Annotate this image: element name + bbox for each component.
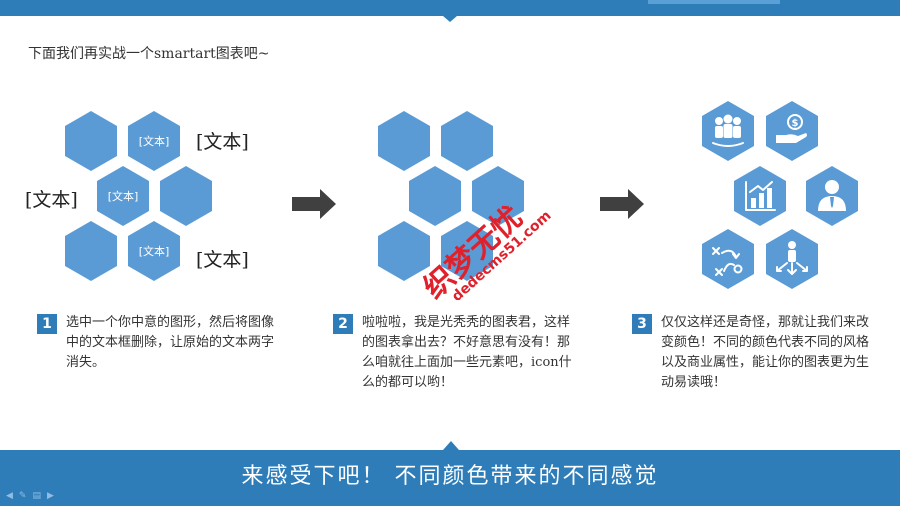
hexagon bbox=[160, 166, 212, 226]
money-hand-icon: $ bbox=[776, 114, 807, 143]
businessman-icon bbox=[818, 180, 846, 211]
step-2: 2 啦啦啦，我是光秃秃的图表君，这样的图表拿出去？不好意思有没有！那么咱就往上面… bbox=[333, 313, 573, 393]
outer-label: [文本] bbox=[196, 131, 249, 153]
hexagon bbox=[378, 111, 430, 171]
hexagon bbox=[441, 111, 493, 171]
svg-text:$: $ bbox=[792, 118, 799, 129]
panel-1: [文本] [文本] [文本] [文本] [文本] [文本] bbox=[25, 111, 249, 281]
top-tab bbox=[648, 0, 780, 4]
step-3: 3 仅仅这样还是奇怪，那就让我们来改变颜色！不同的颜色代表不同的风格以及商业属性… bbox=[632, 313, 870, 393]
hexagon bbox=[441, 221, 493, 281]
hexagon bbox=[378, 221, 430, 281]
outer-label: [文本] bbox=[196, 249, 249, 271]
pen-icon[interactable]: ✎ bbox=[18, 491, 27, 501]
prev-slide-icon[interactable]: ◀ bbox=[6, 491, 13, 501]
panel-3: $ bbox=[702, 101, 858, 289]
step-1: 1 选中一个你中意的图形，然后将图像中的文本框删除，让原始的文本两字消失。 bbox=[37, 313, 277, 373]
step-description: 选中一个你中意的图形，然后将图像中的文本框删除，让原始的文本两字消失。 bbox=[66, 315, 275, 370]
hexagon bbox=[409, 166, 461, 226]
hexagon bbox=[472, 166, 524, 226]
hex-label: [文本] bbox=[139, 134, 170, 148]
hex-label: [文本] bbox=[108, 189, 139, 203]
right-arrow-icon bbox=[292, 189, 336, 219]
person-arrows-icon bbox=[776, 241, 808, 275]
hexagon-diagrams: [文本] [文本] [文本] [文本] [文本] [文本] bbox=[25, 101, 858, 289]
next-slide-icon[interactable]: ▶ bbox=[46, 491, 54, 501]
banner-text: 来感受下吧！ 不同颜色带来的不同感觉 bbox=[241, 464, 659, 489]
step-number-badge: 2 bbox=[333, 314, 353, 334]
bottom-band bbox=[0, 450, 900, 506]
panel-2 bbox=[378, 111, 524, 281]
hex-label: [文本] bbox=[139, 244, 170, 258]
slide-nav-controls: ◀ ✎ ▤ ▶ bbox=[6, 491, 54, 501]
step-description: 啦啦啦，我是光秃秃的图表君，这样的图表拿出去？不好意思有没有！那么咱就往上面加一… bbox=[362, 315, 572, 390]
strategy-play-icon bbox=[712, 247, 743, 276]
top-bar bbox=[0, 0, 900, 16]
top-notch bbox=[443, 16, 457, 22]
hexagon bbox=[766, 101, 818, 161]
intro-text: 下面我们再实战一个smartart图表吧~ bbox=[28, 46, 270, 62]
step-number-badge: 3 bbox=[632, 314, 652, 334]
hexagon bbox=[65, 111, 117, 171]
hexagon bbox=[65, 221, 117, 281]
menu-icon[interactable]: ▤ bbox=[32, 491, 41, 501]
right-arrow-icon bbox=[600, 189, 644, 219]
outer-label: [文本] bbox=[25, 189, 78, 211]
bottom-notch bbox=[443, 441, 459, 450]
people-group-icon bbox=[712, 114, 744, 147]
bar-chart-icon bbox=[745, 181, 776, 211]
step-description: 仅仅这样还是奇怪，那就让我们来改变颜色！不同的颜色代表不同的风格以及商业属性，能… bbox=[661, 315, 870, 390]
hexagon bbox=[702, 229, 754, 289]
step-number-badge: 1 bbox=[37, 314, 57, 334]
